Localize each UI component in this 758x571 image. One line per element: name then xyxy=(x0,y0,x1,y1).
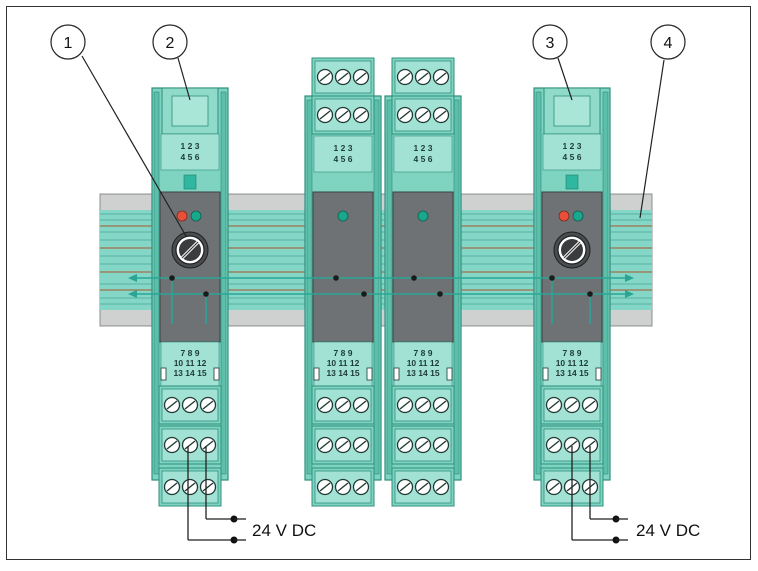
top-screw-block-lower xyxy=(391,95,455,135)
terminal-bottom-row-1: 7 8 9 xyxy=(563,348,582,358)
callout-circle xyxy=(532,24,568,60)
callout-3: 3 xyxy=(532,24,573,101)
terminal-bottom-row-1: 7 8 9 xyxy=(414,348,433,358)
fuse-knob-icon[interactable] xyxy=(171,231,209,269)
top-screw-block-upper xyxy=(311,57,375,97)
terminal-top-row-2: 4 5 6 xyxy=(334,154,353,164)
callout-label: 2 xyxy=(166,35,175,52)
terminal-bottom-row-1: 7 8 9 xyxy=(181,348,200,358)
terminal-bottom-row-2: 10 11 12 xyxy=(407,358,440,368)
callout-leader xyxy=(557,57,573,101)
junction-dot xyxy=(361,291,367,297)
terminal-bottom-row-1: 7 8 9 xyxy=(334,348,353,358)
status-led-red-icon xyxy=(558,210,570,222)
status-led-green-icon xyxy=(572,210,584,222)
arrow-right-icon xyxy=(625,290,634,298)
callout-leader xyxy=(639,59,665,219)
brand-logo-icon xyxy=(183,174,197,190)
status-led-green-icon xyxy=(417,210,429,222)
terminal-top-row-2: 4 5 6 xyxy=(414,154,433,164)
terminal-top-row-1: 1 2 3 xyxy=(563,141,582,151)
power-label: 24 V DC xyxy=(636,521,700,540)
terminal-top-row-2: 4 5 6 xyxy=(181,152,200,162)
terminal-bottom-row-2: 10 11 12 xyxy=(556,358,589,368)
power-wiring: 24 V DC 24 V DC xyxy=(187,446,700,544)
bottom-screw-block-1 xyxy=(158,385,222,425)
top-screw-block-upper xyxy=(391,57,455,97)
terminal-bottom-row-3: 13 14 15 xyxy=(406,368,439,378)
callout-label: 4 xyxy=(664,35,673,52)
junction-dot xyxy=(333,275,339,281)
callout-label: 3 xyxy=(546,35,555,52)
bottom-screw-block-3 xyxy=(391,467,455,507)
bottom-screw-block-3 xyxy=(540,467,604,507)
bottom-screw-block-3 xyxy=(158,467,222,507)
status-led-green-icon xyxy=(337,210,349,222)
terminal-top-row-1: 1 2 3 xyxy=(181,141,200,151)
callout-2: 2 xyxy=(152,24,191,101)
bottom-screw-block-2 xyxy=(391,425,455,465)
terminal-top-row-1: 1 2 3 xyxy=(414,143,433,153)
junction-dot xyxy=(549,275,555,281)
junction-dot xyxy=(437,291,443,297)
callout-leader xyxy=(81,55,187,237)
terminal-bottom-row-2: 10 11 12 xyxy=(327,358,360,368)
top-screw-block-lower xyxy=(311,95,375,135)
callouts-layer: 1 2 3 4 xyxy=(50,24,686,237)
arrow-right-icon xyxy=(625,274,634,282)
terminal-bottom-row-3: 13 14 15 xyxy=(555,368,588,378)
callout-label: 1 xyxy=(64,35,73,52)
bottom-screw-block-1 xyxy=(540,385,604,425)
junction-dot xyxy=(169,275,175,281)
callout-circle xyxy=(650,24,686,60)
bottom-screw-block-1 xyxy=(391,385,455,425)
junction-dot xyxy=(203,291,209,297)
fuse-knob-icon[interactable] xyxy=(553,231,591,269)
callout-circle xyxy=(152,24,188,60)
status-led-red-icon xyxy=(176,210,188,222)
power-label: 24 V DC xyxy=(252,521,316,540)
terminal-bottom-row-3: 13 14 15 xyxy=(173,368,206,378)
bottom-screw-block-2 xyxy=(158,425,222,465)
arrow-left-icon xyxy=(128,290,137,298)
callout-leader xyxy=(177,57,191,101)
status-led-green-icon xyxy=(190,210,202,222)
bottom-screw-block-2 xyxy=(311,425,375,465)
bus-lines xyxy=(128,274,634,324)
terminal-bottom-row-3: 13 14 15 xyxy=(326,368,359,378)
junction-dot xyxy=(587,291,593,297)
bottom-screw-block-1 xyxy=(311,385,375,425)
callout-1: 1 xyxy=(50,24,187,237)
brand-logo-icon xyxy=(565,174,579,190)
terminal-bottom-row-2: 10 11 12 xyxy=(174,358,207,368)
terminal-top-row-1: 1 2 3 xyxy=(334,143,353,153)
callout-4: 4 xyxy=(639,24,686,219)
arrow-left-icon xyxy=(128,274,137,282)
terminal-top-row-2: 4 5 6 xyxy=(563,152,582,162)
callout-circle xyxy=(50,24,86,60)
junction-dot xyxy=(411,275,417,281)
bottom-screw-block-3 xyxy=(311,467,375,507)
